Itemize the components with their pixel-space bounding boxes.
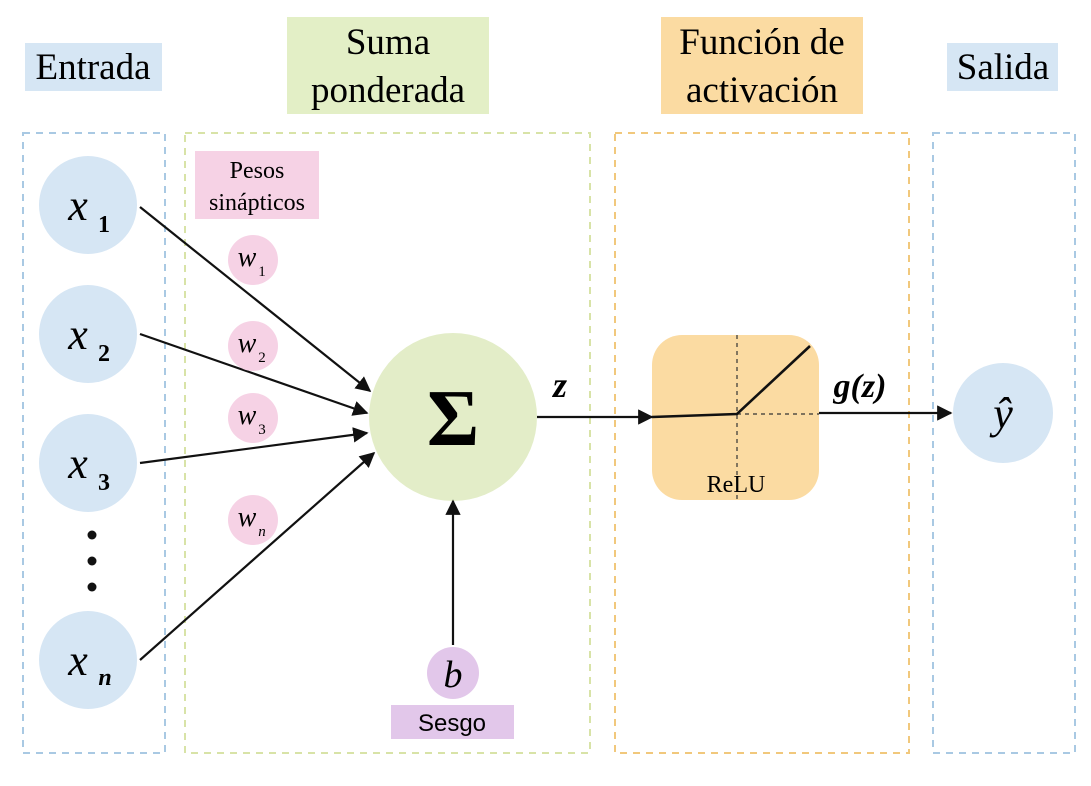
output-header: Salida xyxy=(957,47,1049,88)
bias-label: Sesgo xyxy=(418,710,486,737)
svg-text:x: x xyxy=(67,636,88,685)
output-section-box xyxy=(932,132,1076,754)
arrow-xn-sum xyxy=(139,451,376,661)
weight-node-w1: w 1 xyxy=(228,235,278,285)
input-section-box xyxy=(22,132,166,754)
svg-text:n: n xyxy=(258,524,266,540)
relu-box: ReLU xyxy=(651,335,819,500)
svg-text:w: w xyxy=(238,328,257,359)
sum-header-line1: Suma xyxy=(346,22,430,63)
weight-node-wn: w n xyxy=(228,495,278,545)
input-node-x1: x 1 xyxy=(39,156,137,254)
ellipsis-dots xyxy=(87,530,97,592)
gz-label: g(z) xyxy=(833,368,887,405)
svg-text:1: 1 xyxy=(98,212,110,238)
weight-node-w2: w 2 xyxy=(228,321,278,371)
svg-text:3: 3 xyxy=(258,422,266,438)
svg-text:w: w xyxy=(238,400,257,431)
input-header-bg xyxy=(25,43,162,91)
output-node: ŷ xyxy=(953,363,1053,463)
relu-label: ReLU xyxy=(707,472,766,498)
input-node-x3: x 3 xyxy=(39,414,137,512)
z-label: z xyxy=(551,365,567,405)
output-symbol: ŷ xyxy=(989,389,1013,438)
arrow-x3-sum xyxy=(139,427,369,465)
svg-text:w: w xyxy=(238,242,257,273)
svg-text:2: 2 xyxy=(258,350,266,366)
svg-text:n: n xyxy=(98,665,111,691)
activation-header-bg xyxy=(661,17,863,114)
svg-text:x: x xyxy=(67,439,88,488)
input-node-x2: x 2 xyxy=(39,285,137,383)
weights-label-bg xyxy=(195,151,319,219)
activation-header-line2: activación xyxy=(686,70,838,111)
svg-text:x: x xyxy=(67,310,88,359)
input-header: Entrada xyxy=(35,47,150,88)
sum-section-box xyxy=(184,132,591,754)
arrow-x2-sum xyxy=(139,332,369,416)
arrow-x1-sum xyxy=(139,206,372,392)
input-node-xn: x n xyxy=(39,611,137,709)
weights-label-line1: Pesos xyxy=(230,158,285,184)
activation-section-box xyxy=(614,132,910,754)
relu-curve xyxy=(651,345,811,419)
svg-text:1: 1 xyxy=(258,264,266,280)
sum-header-bg xyxy=(287,17,489,114)
activation-header-line1: Función de xyxy=(679,22,844,63)
bias-node: b xyxy=(427,647,479,699)
output-header-bg xyxy=(947,43,1058,91)
svg-text:w: w xyxy=(238,502,257,533)
svg-text:2: 2 xyxy=(98,341,110,367)
sigma-symbol: Σ xyxy=(427,375,479,463)
weight-node-w3: w 3 xyxy=(228,393,278,443)
sum-header-line2: ponderada xyxy=(311,70,465,111)
svg-text:3: 3 xyxy=(98,470,110,496)
bias-label-bg xyxy=(391,705,514,739)
svg-text:x: x xyxy=(67,181,88,230)
svg-text:b: b xyxy=(444,654,463,696)
sum-node: Σ xyxy=(369,333,537,501)
weights-label-line2: sinápticos xyxy=(209,190,305,216)
